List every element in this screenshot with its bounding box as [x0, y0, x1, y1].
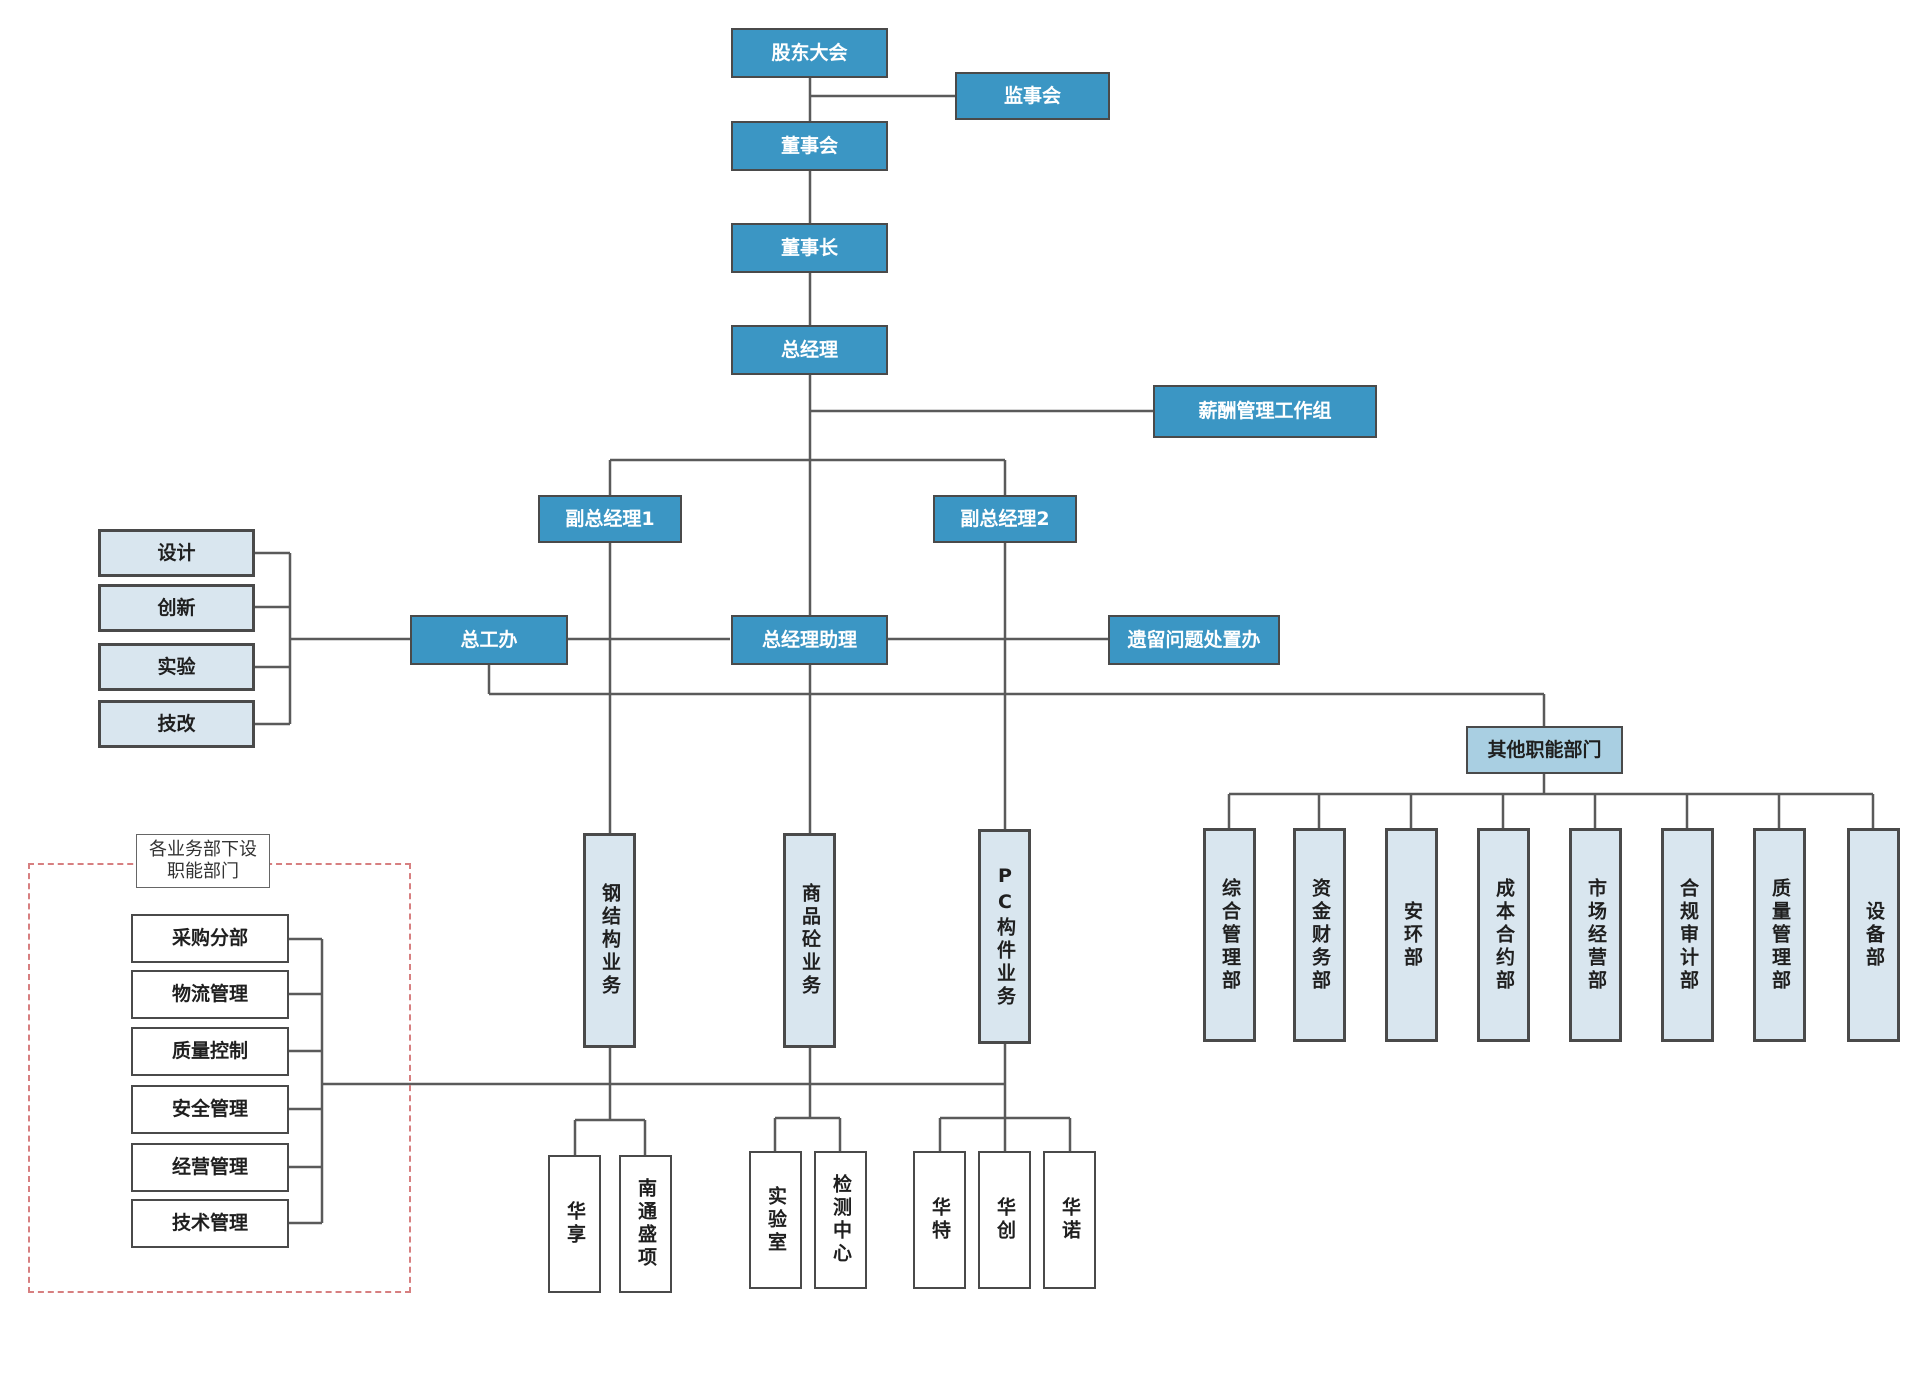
engineering-item-label: 创新	[157, 596, 196, 619]
dept-finance[interactable]: 资金财务部	[1293, 828, 1346, 1042]
subunit-label: 华诺	[1058, 1197, 1081, 1243]
dept-label: 成本合约部	[1492, 877, 1515, 993]
business-dept-label: 物流管理	[171, 983, 248, 1006]
node-gm-assistant-label: 总经理助理	[761, 628, 857, 651]
node-supervisors-label: 监事会	[1003, 84, 1061, 107]
subunit-testing-center[interactable]: 检测中心	[814, 1151, 867, 1289]
node-gm-assistant[interactable]: 总经理助理	[731, 615, 888, 665]
engineering-item-experiment[interactable]: 实验	[98, 643, 255, 691]
business-label: 商品砼业务	[798, 883, 821, 998]
business-dept-safety[interactable]: 安全管理	[131, 1085, 289, 1134]
node-salary-group[interactable]: 薪酬管理工作组	[1153, 385, 1377, 438]
engineering-item-design[interactable]: 设计	[98, 529, 255, 577]
business-dept-label: 采购分部	[171, 927, 248, 950]
dept-compliance-audit[interactable]: 合规审计部	[1661, 828, 1714, 1042]
dept-equipment[interactable]: 设备部	[1847, 828, 1900, 1042]
business-dept-label: 质量控制	[171, 1040, 248, 1063]
business-dept-technology[interactable]: 技术管理	[131, 1199, 289, 1248]
node-board-label: 董事会	[780, 134, 838, 157]
business-dept-quality-control[interactable]: 质量控制	[131, 1027, 289, 1076]
subunit-label: 华享	[563, 1201, 586, 1247]
dept-quality-management[interactable]: 质量管理部	[1753, 828, 1806, 1042]
dept-label: 资金财务部	[1308, 877, 1331, 993]
business-label: 钢结构业务	[598, 883, 621, 998]
business-depts-caption: 各业务部下设职能部门	[136, 834, 270, 888]
node-general-manager-label: 总经理	[780, 338, 838, 361]
dept-label: 安环部	[1400, 900, 1423, 970]
node-chief-engineer-office[interactable]: 总工办	[410, 615, 568, 665]
business-dept-logistics[interactable]: 物流管理	[131, 970, 289, 1019]
node-legacy-office[interactable]: 遗留问题处置办	[1108, 615, 1280, 665]
node-vice-gm-1-label: 副总经理1	[565, 507, 655, 530]
business-dept-procurement[interactable]: 采购分部	[131, 914, 289, 963]
subunit-label: 检测中心	[829, 1174, 852, 1266]
subunit-label: 华特	[928, 1197, 951, 1243]
subunit-laboratory[interactable]: 实验室	[749, 1151, 802, 1289]
node-general-manager[interactable]: 总经理	[731, 325, 888, 375]
business-depts-caption-text: 各业务部下设职能部门	[149, 838, 257, 883]
node-salary-group-label: 薪酬管理工作组	[1198, 400, 1332, 423]
engineering-item-label: 设计	[157, 541, 196, 564]
dept-label: 综合管理部	[1218, 877, 1241, 993]
node-board[interactable]: 董事会	[731, 121, 888, 171]
node-legacy-office-label: 遗留问题处置办	[1127, 628, 1261, 651]
business-dept-label: 经营管理	[171, 1156, 248, 1179]
subunit-label: 南通盛项	[634, 1178, 657, 1270]
subunit-huate[interactable]: 华特	[913, 1151, 966, 1289]
engineering-item-label: 技改	[157, 712, 196, 735]
dept-general-management[interactable]: 综合管理部	[1203, 828, 1256, 1042]
engineering-item-innovation[interactable]: 创新	[98, 584, 255, 632]
dept-safety-env[interactable]: 安环部	[1385, 828, 1438, 1042]
node-shareholders[interactable]: 股东大会	[731, 28, 888, 78]
node-other-functions-label: 其他职能部门	[1487, 738, 1602, 761]
node-vice-gm-1[interactable]: 副总经理1	[538, 495, 682, 543]
subunit-label: 华创	[993, 1197, 1016, 1243]
dept-label: 设备部	[1862, 900, 1885, 970]
node-chairman[interactable]: 董事长	[731, 223, 888, 273]
node-vice-gm-2[interactable]: 副总经理2	[933, 495, 1077, 543]
subunit-huachuang[interactable]: 华创	[978, 1151, 1031, 1289]
engineering-item-tech-upgrade[interactable]: 技改	[98, 700, 255, 748]
dept-label: 市场经营部	[1584, 877, 1607, 993]
dept-label: 合规审计部	[1676, 877, 1699, 993]
business-pc-components[interactable]: PC构件业务	[978, 829, 1031, 1044]
node-shareholders-label: 股东大会	[771, 41, 848, 64]
node-other-functions[interactable]: 其他职能部门	[1466, 726, 1623, 774]
node-supervisors[interactable]: 监事会	[955, 72, 1110, 120]
business-label: PC构件业务	[993, 864, 1016, 1009]
business-ready-mix-concrete[interactable]: 商品砼业务	[783, 833, 836, 1048]
node-chairman-label: 董事长	[780, 236, 838, 259]
dept-label: 质量管理部	[1768, 877, 1791, 993]
node-chief-engineer-office-label: 总工办	[460, 628, 518, 651]
engineering-item-label: 实验	[157, 655, 196, 678]
subunit-huaxiang[interactable]: 华享	[548, 1155, 601, 1293]
business-dept-label: 技术管理	[171, 1212, 248, 1235]
business-dept-operations[interactable]: 经营管理	[131, 1143, 289, 1192]
subunit-nantong-shengxiang[interactable]: 南通盛项	[619, 1155, 672, 1293]
dept-marketing[interactable]: 市场经营部	[1569, 828, 1622, 1042]
subunit-huanuo[interactable]: 华诺	[1043, 1151, 1096, 1289]
subunit-label: 实验室	[764, 1185, 787, 1255]
business-steel-structure[interactable]: 钢结构业务	[583, 833, 636, 1048]
node-vice-gm-2-label: 副总经理2	[960, 507, 1050, 530]
business-dept-label: 安全管理	[171, 1098, 248, 1121]
dept-cost-contract[interactable]: 成本合约部	[1477, 828, 1530, 1042]
